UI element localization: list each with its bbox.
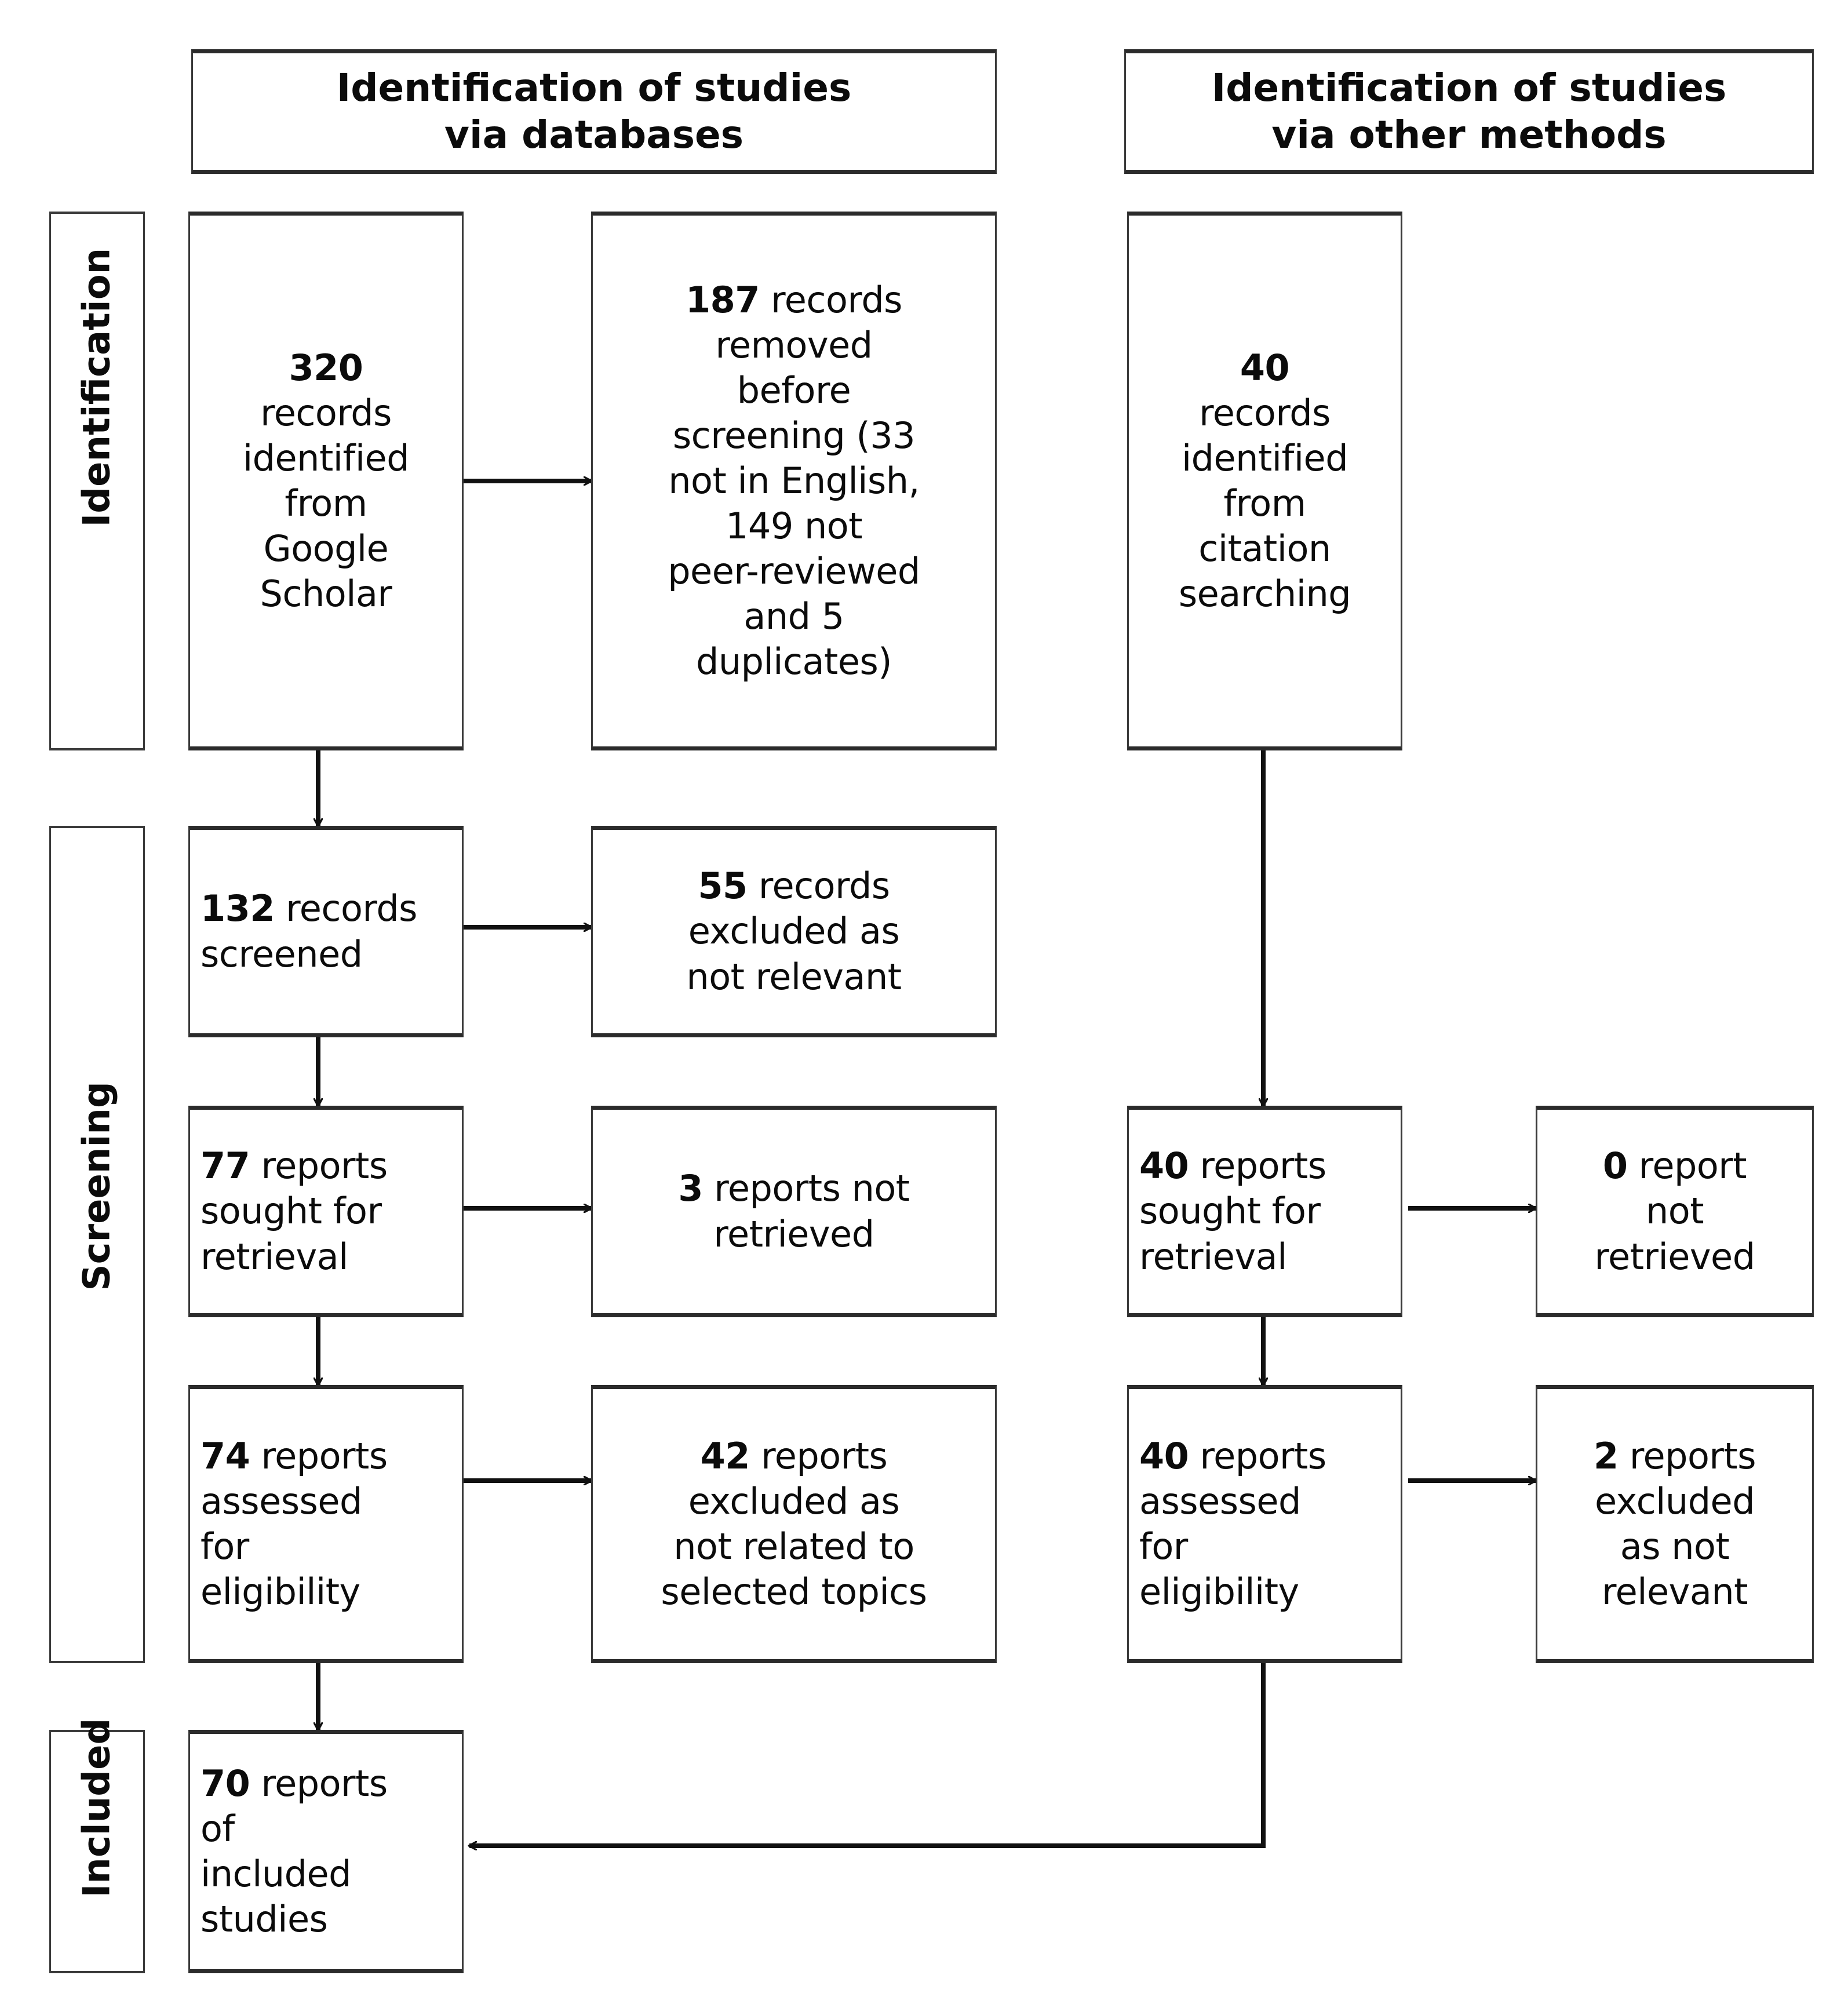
box-reports-not-retrieved-other: 0 report not retrieved (1536, 1106, 1814, 1317)
box-records-identified-other-text: 40 records identified from citation sear… (1178, 346, 1351, 615)
leading-count: 40 (1139, 1145, 1189, 1187)
box-records-identified-databases-text: 320 records identified from Google Schol… (242, 346, 410, 615)
leading-count: 40 (1139, 1434, 1189, 1477)
leading-count: 320 (289, 346, 363, 389)
box-records-excluded-text: 55 records excluded as not relevant (686, 865, 902, 998)
box-reports-excluded-databases: 42 reports excluded as not related to se… (591, 1385, 997, 1663)
leading-count: 40 (1240, 346, 1290, 389)
arrow-other-assessed-to-included (469, 1663, 1266, 1846)
leading-count: 0 (1602, 1145, 1628, 1187)
phase-label-identification-text: Identification (75, 247, 119, 527)
box-records-screened: 132 records screened (188, 826, 464, 1037)
phase-label-included: Included (49, 1718, 145, 1973)
header-other-methods: Identification of studies via other meth… (1124, 49, 1814, 174)
box-records-screened-text: 132 records screened (201, 887, 417, 975)
leading-count: 42 (700, 1434, 750, 1477)
leading-count: 55 (698, 865, 748, 908)
leading-count: 187 (686, 278, 760, 321)
phase-label-included-text: Included (75, 1718, 119, 1898)
box-reports-not-retrieved-other-text: 0 report not retrieved (1594, 1145, 1755, 1278)
box-reports-sought-other: 40 reports sought for retrieval (1127, 1106, 1402, 1317)
box-reports-excluded-other: 2 reports excluded as not relevant (1536, 1385, 1814, 1663)
header-databases: Identification of studies via databases (191, 49, 997, 174)
box-reports-sought-databases: 77 reports sought for retrieval (188, 1106, 464, 1317)
phase-label-identification: Identification (49, 212, 145, 750)
box-reports-included-text: 70 reports of included studies (201, 1762, 388, 1941)
box-reports-assessed-other-text: 40 reports assessed for eligibility (1139, 1434, 1326, 1613)
box-reports-assessed-databases-text: 74 reports assessed for eligibility (201, 1434, 388, 1613)
box-reports-excluded-other-text: 2 reports excluded as not relevant (1593, 1434, 1756, 1613)
leading-count: 3 (678, 1167, 703, 1210)
box-reports-sought-databases-text: 77 reports sought for retrieval (201, 1145, 388, 1278)
phase-label-screening-text: Screening (75, 1081, 119, 1291)
header-databases-label: Identification of studies via databases (336, 65, 852, 157)
leading-count: 74 (201, 1434, 250, 1477)
phase-label-screening: Screening (49, 826, 145, 1663)
box-records-identified-databases: 320 records identified from Google Schol… (188, 212, 464, 750)
box-reports-excluded-databases-text: 42 reports excluded as not related to se… (661, 1434, 927, 1613)
header-other-methods-label: Identification of studies via other meth… (1211, 65, 1727, 157)
leading-count: 77 (201, 1145, 250, 1187)
box-reports-assessed-other: 40 reports assessed for eligibility (1127, 1385, 1402, 1663)
box-reports-included: 70 reports of included studies (188, 1730, 464, 1973)
box-records-removed: 187 records removed before screening (33… (591, 212, 997, 750)
leading-count: 70 (201, 1762, 250, 1805)
box-reports-not-retrieved-databases-text: 3 reports not retrieved (678, 1167, 910, 1255)
box-records-removed-text: 187 records removed before screening (33… (668, 278, 920, 683)
leading-count: 2 (1593, 1434, 1619, 1477)
box-reports-not-retrieved-databases: 3 reports not retrieved (591, 1106, 997, 1317)
leading-count: 132 (201, 887, 275, 930)
box-reports-assessed-databases: 74 reports assessed for eligibility (188, 1385, 464, 1663)
box-records-excluded: 55 records excluded as not relevant (591, 826, 997, 1037)
box-reports-sought-other-text: 40 reports sought for retrieval (1139, 1145, 1326, 1278)
box-records-identified-other: 40 records identified from citation sear… (1127, 212, 1402, 750)
